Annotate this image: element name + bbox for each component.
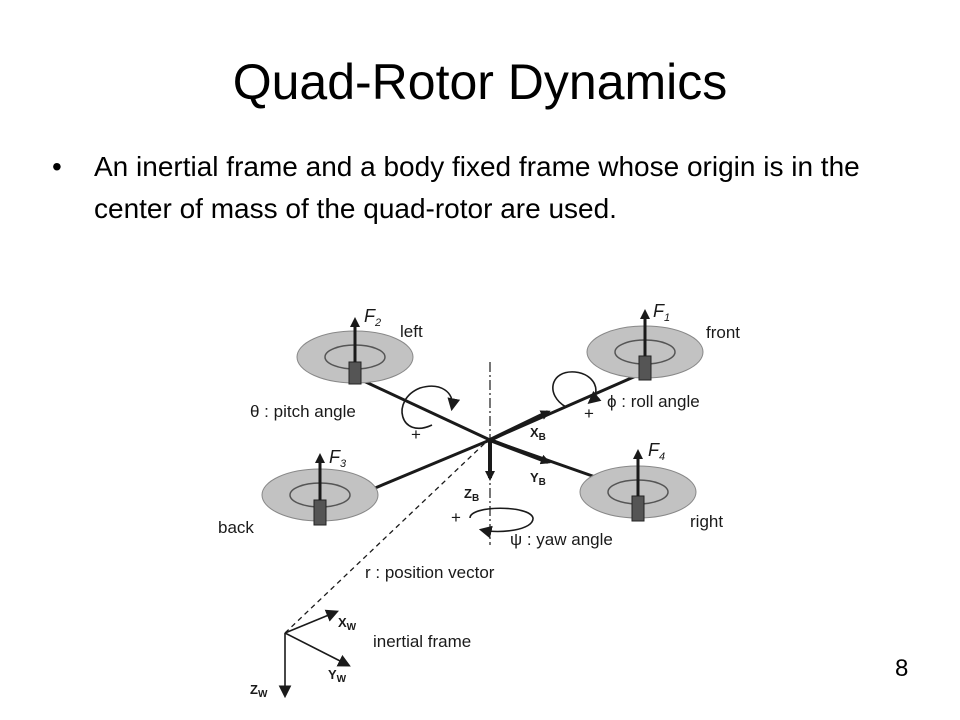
bullet-text: An inertial frame and a body fixed frame… [94, 151, 860, 224]
yb-axis-label: YB [530, 470, 546, 488]
slide-title: Quad-Rotor Dynamics [232, 54, 728, 110]
bullet-marker: • [52, 151, 62, 182]
force-f4-label: F4 [648, 440, 665, 463]
pitch-angle-label: θ : pitch angle [250, 402, 356, 421]
zw-axis-label: ZW [250, 682, 268, 700]
pitch-rotation-arc [401, 385, 461, 430]
rotor-right-label: right [690, 512, 723, 531]
zb-axis-label: ZB [464, 486, 479, 504]
roll-angle-label: ϕ : roll angle [607, 392, 700, 411]
rotor-front-label: front [706, 323, 740, 342]
yaw-plus-sign: + [451, 508, 461, 527]
rotor-right [579, 449, 697, 522]
position-vector-label: r : position vector [365, 563, 495, 582]
rotor-front [586, 309, 704, 381]
rotor-back [261, 453, 379, 526]
roll-rotation-arc [552, 371, 602, 408]
body-frame-axes [485, 410, 551, 481]
page-number: 8 [895, 655, 909, 682]
rotor-back-label: back [218, 518, 254, 537]
rotor-left-label: left [400, 322, 423, 341]
inertial-frame-axes [278, 609, 351, 699]
pitch-plus-sign: + [411, 425, 421, 444]
yaw-rotation-arc [469, 507, 534, 539]
force-f2-label: F2 [364, 306, 381, 329]
force-f1-label: F1 [653, 301, 670, 324]
roll-plus-sign: + [584, 404, 594, 423]
force-f3-label: F3 [329, 447, 347, 470]
xb-axis-label: XB [530, 425, 546, 443]
inertial-frame-label: inertial frame [373, 632, 471, 651]
yaw-angle-label: ψ : yaw angle [510, 530, 613, 549]
xw-axis-label: XW [338, 615, 357, 633]
yw-axis-label: YW [328, 667, 347, 685]
rotor-left [296, 317, 414, 385]
position-vector-line [284, 442, 486, 634]
